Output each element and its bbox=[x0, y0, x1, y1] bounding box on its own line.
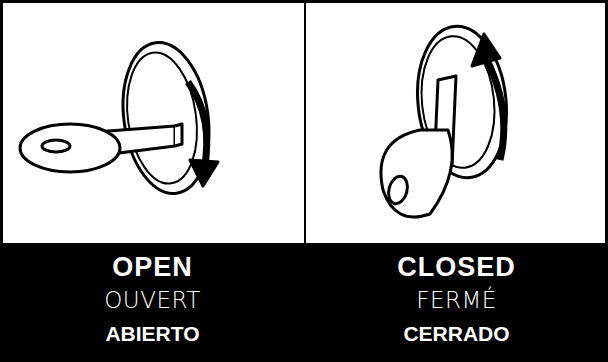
label-band bbox=[0, 243, 608, 362]
state-label-es: ABIERTO bbox=[0, 323, 305, 344]
key-hole bbox=[42, 140, 70, 152]
turn-arrow bbox=[486, 58, 504, 160]
key-tip bbox=[175, 124, 182, 146]
state-label-en: CLOSED bbox=[305, 254, 608, 281]
turn-arrow bbox=[188, 82, 207, 170]
arrow-head bbox=[190, 160, 218, 186]
state-panel: CLOSED FERMÉ CERRADO bbox=[305, 0, 608, 362]
state-label-fr: FERMÉ bbox=[305, 289, 608, 312]
key-head bbox=[20, 124, 120, 172]
state-label-fr: OUVERT bbox=[0, 289, 305, 312]
panel-divider bbox=[304, 0, 306, 243]
arrow-head bbox=[472, 34, 500, 66]
state-label-en: OPEN bbox=[0, 254, 305, 281]
state-panel: OPEN OUVERT ABIERTO bbox=[0, 0, 305, 362]
state-label-es: CERRADO bbox=[305, 323, 608, 344]
closed-key bbox=[381, 22, 514, 217]
lock-cylinder bbox=[114, 37, 218, 199]
key-head bbox=[381, 130, 452, 217]
key-hole bbox=[386, 174, 411, 206]
open-key bbox=[20, 37, 218, 199]
